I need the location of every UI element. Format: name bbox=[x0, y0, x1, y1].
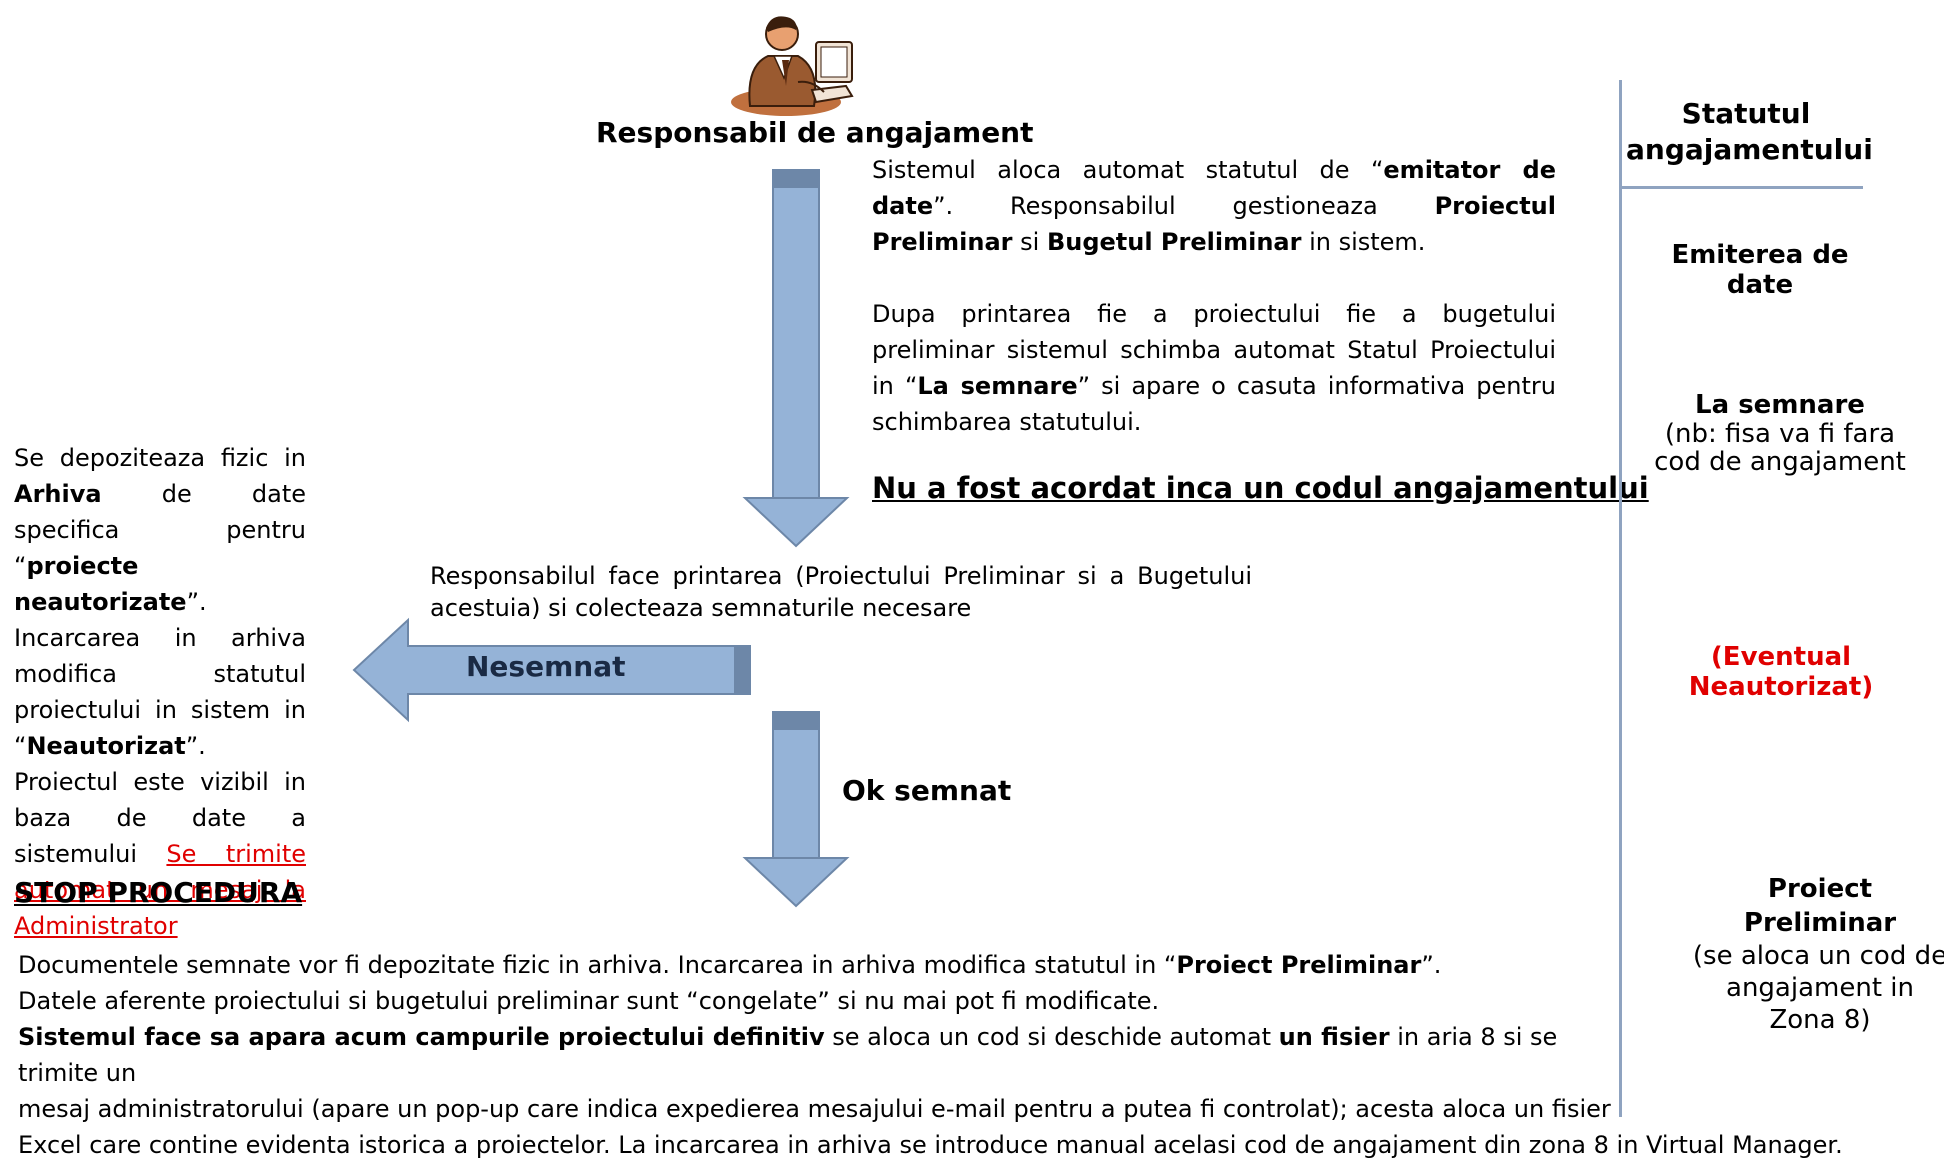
admin-message-link: Se trimite automat un mesaj la Administr… bbox=[14, 840, 306, 940]
step1-paragraph: Sistemul aloca automat statutul de “emit… bbox=[872, 156, 1556, 256]
down-arrow-2 bbox=[742, 711, 850, 908]
unsigned-branch-text: Se depoziteaza fizic in Arhiva de date s… bbox=[14, 444, 306, 940]
status-header-divider bbox=[1619, 186, 1863, 189]
status-la-semnare: La semnare (nb: fisa va fi fara cod de a… bbox=[1654, 390, 1906, 477]
unsigned-label: Nesemnat bbox=[466, 650, 626, 683]
status-eventual-neautorizat: (Eventual Neautorizat) bbox=[1688, 642, 1874, 702]
person-title: Responsabil de angajament bbox=[596, 116, 1034, 149]
status-proiect-preliminar: Proiect Preliminar (se aloca un cod de a… bbox=[1692, 874, 1944, 1035]
person-at-computer-icon bbox=[728, 6, 858, 116]
bottom-paragraph: Documentele semnate vor fi depozitate fi… bbox=[18, 947, 1843, 1163]
bottom-line-2: Datele aferente proiectului si bugetului… bbox=[18, 987, 1160, 1015]
stop-procedure: STOP PROCEDURA bbox=[14, 876, 303, 909]
bottom-line-4: mesaj administratorului (apare un pop-up… bbox=[18, 1095, 1611, 1123]
status-emiterea: Emiterea de date bbox=[1671, 240, 1849, 300]
step1-paragraph-2: Dupa printarea fie a proiectului fie a b… bbox=[872, 300, 1556, 436]
down-arrow-1 bbox=[742, 169, 850, 548]
bottom-line-5: Excel care contine evidenta istorica a p… bbox=[18, 1131, 1843, 1159]
bottom-line-1: Documentele semnate vor fi depozitate fi… bbox=[18, 951, 1442, 979]
signed-label: Ok semnat bbox=[842, 774, 1012, 807]
left-arrow-unsigned bbox=[352, 617, 751, 723]
print-step-text: Responsabilul face printarea (Proiectulu… bbox=[430, 562, 1252, 622]
code-not-assigned-note: Nu a fost acordat inca un codul angajame… bbox=[872, 471, 1649, 505]
bottom-line-3: Sistemul face sa apara acum campurile pr… bbox=[18, 1023, 1558, 1087]
status-column-divider bbox=[1619, 80, 1622, 1117]
status-column-header: Statutul angajamentului bbox=[1626, 97, 1873, 166]
